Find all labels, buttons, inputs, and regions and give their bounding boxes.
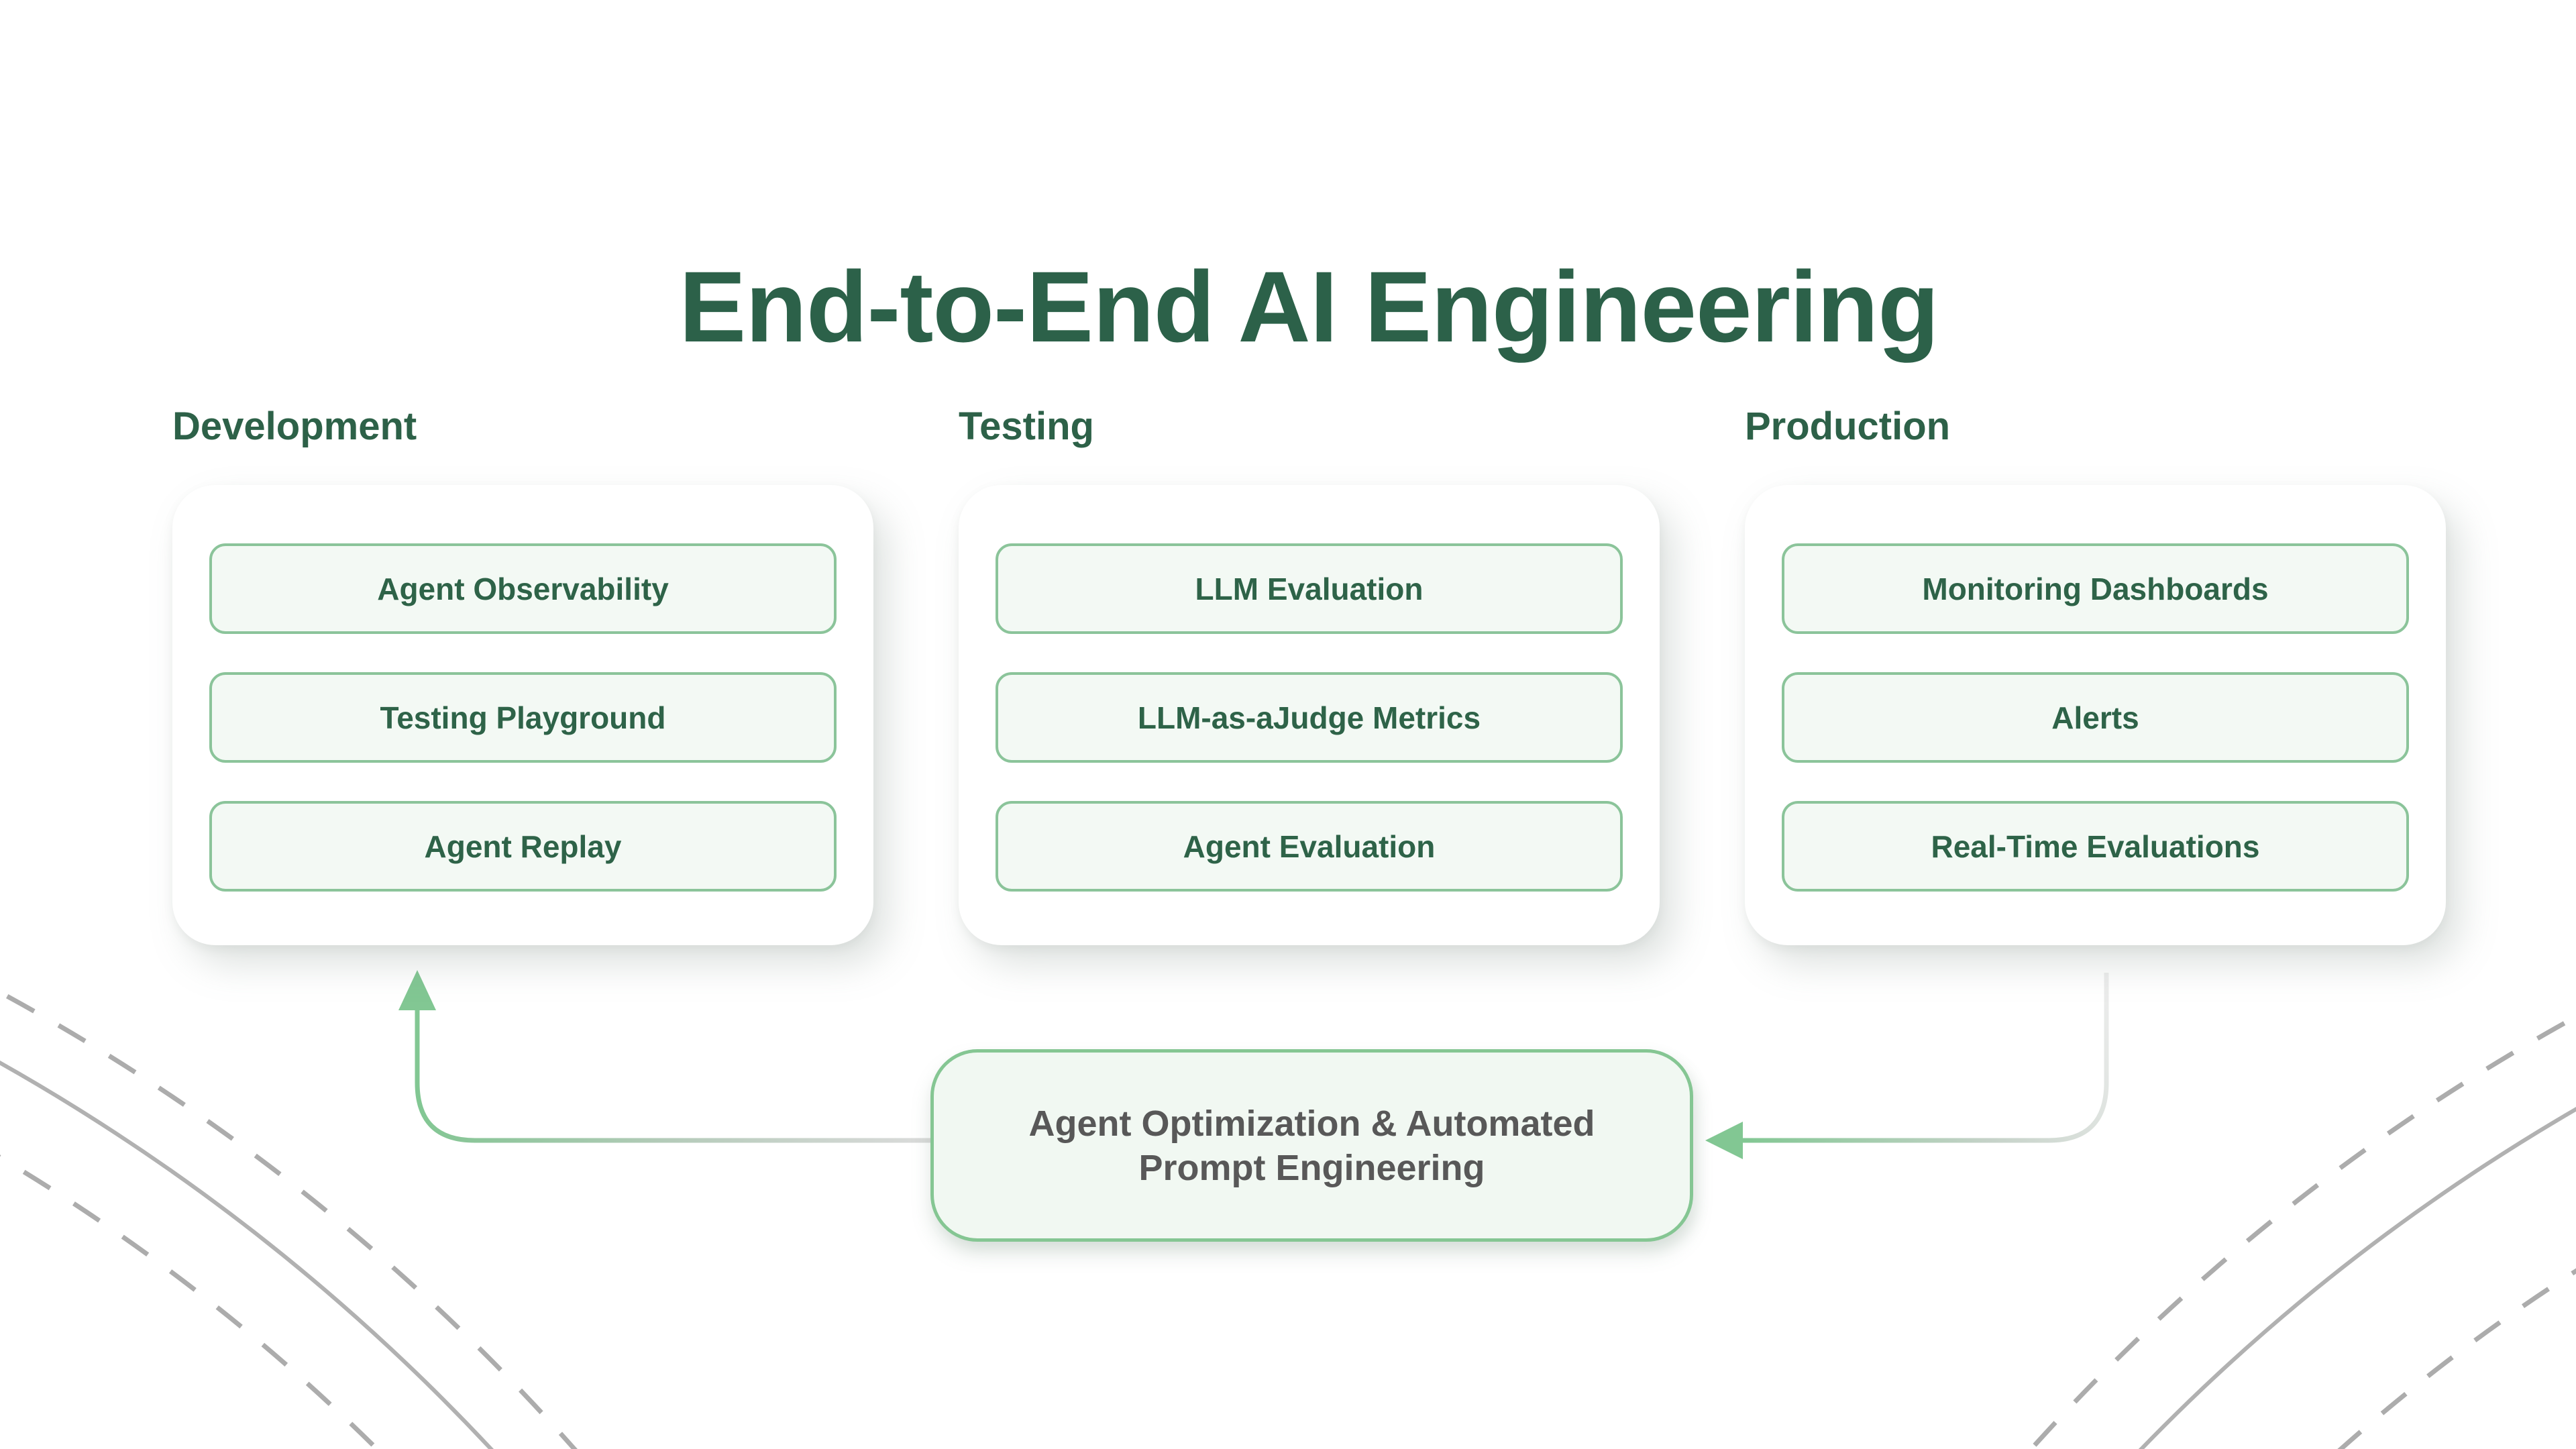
testing-card: LLM Evaluation LLM-as-aJudge Metrics Age… <box>959 485 1660 945</box>
arrow-left-icon <box>1705 1122 1743 1159</box>
column-header-development: Development <box>172 405 417 448</box>
column-testing: Testing LLM Evaluation LLM-as-aJudge Met… <box>959 405 1660 945</box>
column-development: Development Agent Observability Testing … <box>172 405 873 945</box>
item-alerts: Alerts <box>1782 672 2409 763</box>
item-llm-as-a-judge-metrics: LLM-as-aJudge Metrics <box>996 672 1623 763</box>
production-card: Monitoring Dashboards Alerts Real-Time E… <box>1745 485 2446 945</box>
item-agent-evaluation: Agent Evaluation <box>996 801 1623 892</box>
item-llm-evaluation: LLM Evaluation <box>996 543 1623 634</box>
decorative-arc-dashed <box>0 1155 380 1449</box>
connector-from-production <box>1741 973 2109 1143</box>
development-card: Agent Observability Testing Playground A… <box>172 485 873 945</box>
item-real-time-evaluations: Real-Time Evaluations <box>1782 801 2409 892</box>
page-title: End-to-End AI Engineering <box>679 250 1939 363</box>
agent-optimization-label: Agent Optimization & Automated Prompt En… <box>1028 1103 1595 1188</box>
item-testing-playground: Testing Playground <box>209 672 837 763</box>
arrow-up-icon <box>398 970 436 1010</box>
item-agent-replay: Agent Replay <box>209 801 837 892</box>
column-header-production: Production <box>1745 405 1951 448</box>
item-monitoring-dashboards: Monitoring Dashboards <box>1782 543 2409 634</box>
column-header-testing: Testing <box>959 405 1094 448</box>
column-production: Production Monitoring Dashboards Alerts … <box>1745 405 2446 945</box>
connector-to-development <box>415 991 932 1143</box>
agent-optimization-box: Agent Optimization & Automated Prompt En… <box>930 1049 1693 1242</box>
item-agent-observability: Agent Observability <box>209 543 837 634</box>
decorative-arc-dashed <box>2338 1268 2576 1449</box>
